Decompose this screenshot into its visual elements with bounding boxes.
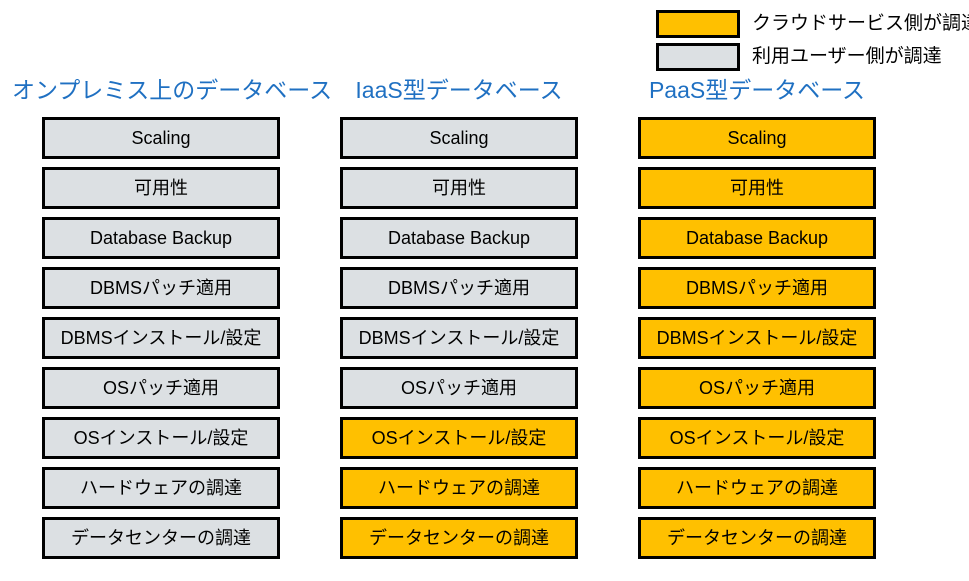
row-paas-dbms-patch[interactable]: DBMSパッチ適用: [638, 267, 876, 309]
row-onpremise-os-install[interactable]: OSインストール/設定: [42, 417, 280, 459]
legend: クラウドサービス側が調達 利用ユーザー側が調達: [656, 9, 969, 75]
legend-label-user: 利用ユーザー側が調達: [752, 46, 942, 67]
legend-item-cloud: クラウドサービス側が調達: [656, 9, 969, 39]
row-paas-hardware[interactable]: ハードウェアの調達: [638, 467, 876, 509]
legend-item-user: 利用ユーザー側が調達: [656, 42, 969, 72]
row-iaas-os-install[interactable]: OSインストール/設定: [340, 417, 578, 459]
column-title-paas: PaaS型データベース: [648, 77, 866, 103]
column-title-onpremise: オンプレミス上のデータベース: [12, 77, 333, 103]
row-iaas-scaling[interactable]: Scaling: [340, 117, 578, 159]
row-iaas-datacenter[interactable]: データセンターの調達: [340, 517, 578, 559]
row-iaas-dbms-patch[interactable]: DBMSパッチ適用: [340, 267, 578, 309]
row-paas-db-backup[interactable]: Database Backup: [638, 217, 876, 259]
row-onpremise-availability[interactable]: 可用性: [42, 167, 280, 209]
row-iaas-dbms-install[interactable]: DBMSインストール/設定: [340, 317, 578, 359]
row-onpremise-hardware[interactable]: ハードウェアの調達: [42, 467, 280, 509]
row-paas-os-install[interactable]: OSインストール/設定: [638, 417, 876, 459]
column-title-iaas: IaaS型データベース: [355, 77, 563, 103]
row-iaas-availability[interactable]: 可用性: [340, 167, 578, 209]
row-paas-datacenter[interactable]: データセンターの調達: [638, 517, 876, 559]
legend-label-cloud: クラウドサービス側が調達: [752, 13, 969, 34]
row-onpremise-db-backup[interactable]: Database Backup: [42, 217, 280, 259]
row-iaas-db-backup[interactable]: Database Backup: [340, 217, 578, 259]
row-paas-scaling[interactable]: Scaling: [638, 117, 876, 159]
row-paas-os-patch[interactable]: OSパッチ適用: [638, 367, 876, 409]
row-iaas-os-patch[interactable]: OSパッチ適用: [340, 367, 578, 409]
row-iaas-hardware[interactable]: ハードウェアの調達: [340, 467, 578, 509]
row-paas-availability[interactable]: 可用性: [638, 167, 876, 209]
column-rows-onpremise: Scaling 可用性 Database Backup DBMSパッチ適用 DB…: [42, 117, 280, 567]
column-rows-paas: Scaling 可用性 Database Backup DBMSパッチ適用 DB…: [638, 117, 876, 567]
column-rows-iaas: Scaling 可用性 Database Backup DBMSパッチ適用 DB…: [340, 117, 578, 567]
row-onpremise-scaling[interactable]: Scaling: [42, 117, 280, 159]
row-paas-dbms-install[interactable]: DBMSインストール/設定: [638, 317, 876, 359]
row-onpremise-dbms-patch[interactable]: DBMSパッチ適用: [42, 267, 280, 309]
row-onpremise-os-patch[interactable]: OSパッチ適用: [42, 367, 280, 409]
legend-swatch-cloud-icon: [656, 10, 740, 38]
row-onpremise-dbms-install[interactable]: DBMSインストール/設定: [42, 317, 280, 359]
legend-swatch-user-icon: [656, 43, 740, 71]
row-onpremise-datacenter[interactable]: データセンターの調達: [42, 517, 280, 559]
